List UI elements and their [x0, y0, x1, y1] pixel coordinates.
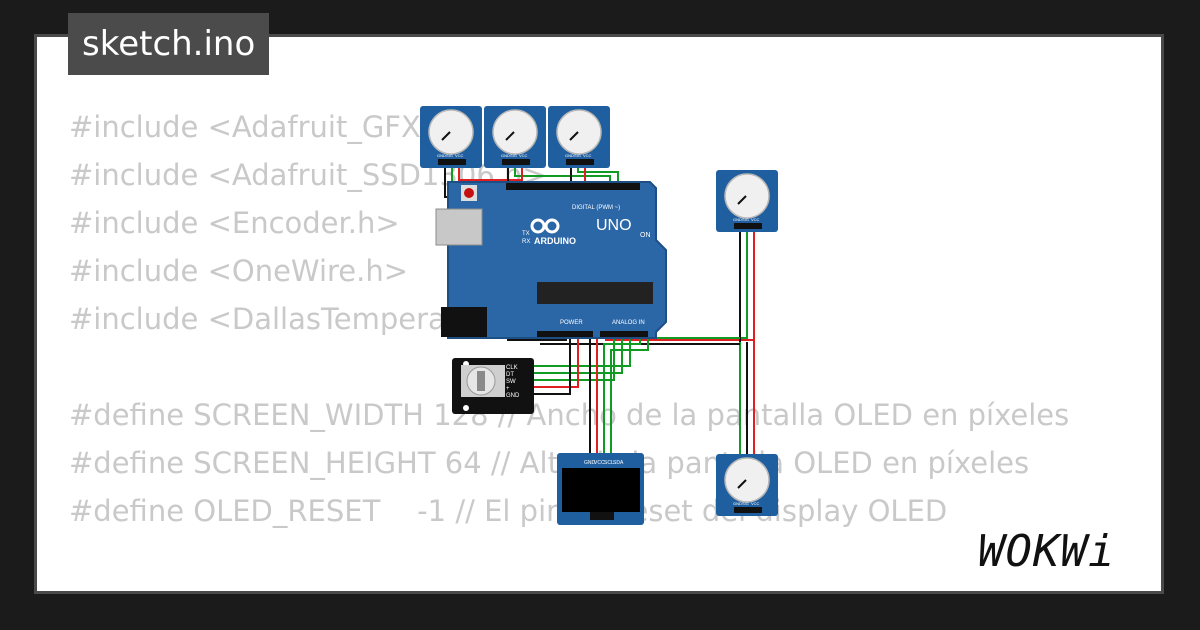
pot-knob-icon [724, 173, 770, 219]
atmega-chip [537, 282, 653, 304]
pot-pin-header [734, 223, 762, 229]
wire-encoder-gnd [530, 338, 571, 395]
wire-encoder-clk [530, 338, 631, 367]
arduino-tx-label: TX [522, 231, 530, 237]
encoder-pin-label: SW [506, 379, 516, 385]
analog-header [600, 331, 648, 337]
wire-encoder-sw [530, 338, 615, 381]
wire-pot4-sig [655, 227, 748, 339]
power-jack [441, 307, 487, 337]
pot-pin-label: GND [501, 153, 510, 158]
oled-screen [562, 468, 640, 512]
pot-pin-label: GND [437, 153, 446, 158]
pot-pin-label: VCC [583, 153, 592, 158]
arduino-uno[interactable]: ARDUINO UNO ON DIGITAL (PWM ~) TX RX POW… [435, 181, 667, 339]
power-header [537, 331, 593, 337]
pot-pin-label: VCC [455, 153, 464, 158]
reset-button-cap [464, 188, 474, 198]
arduino-digital-label: DIGITAL (PWM ~) [572, 205, 620, 211]
pot-pin-label: GND [565, 153, 574, 158]
pot-knob-icon [492, 109, 538, 155]
code-line: #include <Encoder.h> [69, 206, 400, 240]
pot-pin-label: GND [733, 217, 742, 222]
pot-pin-label: SIG [574, 153, 581, 158]
oled-pin-label: SCL [604, 460, 614, 466]
pot-pin-label: VCC [519, 153, 528, 158]
pot-pin-label: GND [733, 501, 742, 506]
oled-display[interactable]: GND VCC SCL SDA [557, 453, 644, 525]
pot-pointer [569, 131, 579, 141]
code-line: #include <OneWire.h> [69, 254, 409, 288]
arduino-model-label: UNO [596, 217, 632, 234]
oled-pin-label: SDA [613, 460, 624, 466]
pot-pin-header [502, 159, 530, 165]
wokwi-logo: WOKWi [978, 526, 1116, 577]
arduino-brand-label: ARDUINO [534, 236, 576, 246]
code-line: #define SCREEN_WIDTH 128 // Ancho de la … [69, 398, 1070, 432]
arduino-analog-label: ANALOG IN [612, 320, 645, 326]
pot-pin-header [734, 507, 762, 513]
file-tab[interactable]: sketch.ino [68, 13, 270, 75]
pot-pointer [505, 131, 515, 141]
arduino-power-label: POWER [560, 320, 583, 326]
pot-knob-icon [556, 109, 602, 155]
oled-ribbon [590, 512, 614, 520]
code-line: Adafruit_SSD1306 display(SCREEN_WIDTH, S… [69, 583, 1161, 591]
encoder-pin-label: GND [506, 393, 520, 399]
arduino-logo-icon [530, 218, 560, 234]
wire-oled-sda [610, 338, 649, 456]
pot-pointer [737, 195, 747, 205]
wire-oled-scl [603, 338, 641, 456]
encoder-pin-label: CLK [506, 365, 518, 371]
encoder-mount-hole [463, 405, 469, 411]
pot-pin-label: VCC [751, 217, 760, 222]
pot-pin-label: SIG [742, 217, 749, 222]
encoder-pin-label: DT [506, 372, 514, 378]
usb-port [435, 208, 483, 246]
pot-knob-icon [724, 457, 770, 503]
encoder-pin-label: + [506, 386, 510, 392]
digital-header [506, 183, 640, 190]
oled-pin-label: GND [584, 460, 596, 466]
code-editor: #include <Adafruit_GFX.h>#include <Adafr… [69, 103, 1161, 591]
oled-pin-label: VCC [594, 460, 605, 466]
pot-pin-label: SIG [742, 501, 749, 506]
pot-pin-label: SIG [446, 153, 453, 158]
pot-pin-label: VCC [751, 501, 760, 506]
arduino-rx-label: RX [522, 239, 530, 245]
pot-pin-header [566, 159, 594, 165]
pot-pin-header [438, 159, 466, 165]
encoder-shaft [477, 371, 485, 391]
pot-knob-icon [428, 109, 474, 155]
pot-pin-label: SIG [510, 153, 517, 158]
rotary-encoder[interactable]: CLK DT SW + GND [452, 358, 534, 414]
pot-pointer [737, 479, 747, 489]
wire-encoder-vcc [530, 338, 579, 388]
arduino-on-label: ON [640, 232, 651, 239]
pot-pointer [441, 131, 451, 141]
